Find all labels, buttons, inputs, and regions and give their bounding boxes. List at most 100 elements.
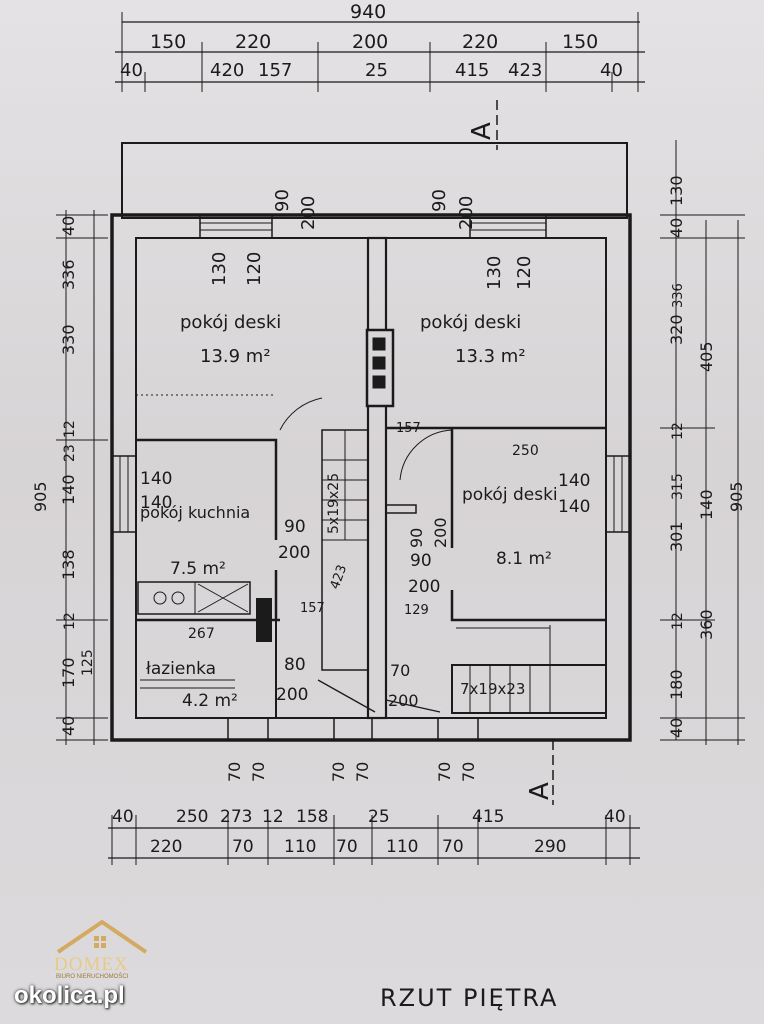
r2-door-a: 130 <box>484 256 505 290</box>
watermark: okolica.pl <box>14 982 125 1009</box>
low-door-h: 200 <box>388 691 419 710</box>
note-267: 267 <box>188 626 215 642</box>
ld-10: 12 <box>62 612 78 630</box>
dim-top-3: 200 <box>352 31 388 53</box>
kitchen-name: pokój kuchnia <box>140 503 250 522</box>
r3-win-h: 140 <box>558 497 590 517</box>
bw-4: 70 <box>353 762 372 782</box>
window-room2 <box>469 214 547 239</box>
ld-3: 330 <box>59 324 78 355</box>
rd-5: 405 <box>697 341 716 372</box>
dim-total: 940 <box>350 1 386 23</box>
ld-6: 140 <box>59 474 78 505</box>
rd-12: 360 <box>697 609 716 640</box>
dim-top-r2-4: 415 <box>455 60 489 81</box>
bw-3: 70 <box>329 762 348 782</box>
dim-top-r2-1: 420 <box>210 60 244 81</box>
domex-logo: DOMEX BIURO NIERUCHOMOŚCI <box>50 918 154 984</box>
bd1-1: 40 <box>112 807 134 827</box>
r3-door-w: 90 <box>410 551 432 571</box>
window-room1 <box>199 214 273 239</box>
rd-8: 315 <box>670 473 686 500</box>
note-157b: 157 <box>396 421 421 436</box>
note-157: 157 <box>300 601 325 616</box>
bd2-4: 70 <box>336 837 358 857</box>
rd-1: 130 <box>667 175 686 206</box>
bd2-7: 290 <box>534 837 566 857</box>
rd-9: 140 <box>697 489 716 520</box>
bw-2: 70 <box>249 762 268 782</box>
rd-7: 301 <box>667 521 686 552</box>
ld-9: 170 <box>59 657 78 688</box>
room3-area: 8.1 m² <box>496 549 552 569</box>
ld-1: 40 <box>59 216 78 236</box>
kitchen-door-w: 90 <box>284 517 306 537</box>
r3-door2-h: 200 <box>431 517 450 548</box>
ld-7: 905 <box>31 481 50 512</box>
bd2-6: 70 <box>442 837 464 857</box>
ld-8: 138 <box>59 549 78 580</box>
house-roof-icon <box>56 919 148 954</box>
bw-5: 70 <box>435 762 454 782</box>
dim-top-r2-5: 423 <box>508 60 542 81</box>
rd-14: 40 <box>667 718 686 738</box>
rd-2: 40 <box>667 218 686 238</box>
ld-11: 125 <box>80 649 96 676</box>
bd2-3: 110 <box>284 837 316 857</box>
kitchen-win-w: 140 <box>140 469 172 489</box>
room3-name: pokój deski <box>462 485 558 505</box>
stair-left-label: 5x19x25 <box>326 473 342 534</box>
dim-top-4: 220 <box>462 31 498 53</box>
bd1-7: 415 <box>472 807 504 827</box>
bd1-8: 40 <box>604 807 626 827</box>
ld-12: 40 <box>59 716 78 736</box>
bw-6: 70 <box>459 762 478 782</box>
kitchen-area: 7.5 m² <box>170 559 226 579</box>
section-marker-top: A <box>467 122 497 140</box>
window-room3 <box>605 455 631 533</box>
r2-door-b: 120 <box>514 256 535 290</box>
stair-right-label: 7x19x23 <box>460 680 525 698</box>
kitchen-door-h: 200 <box>278 543 310 563</box>
logo-tagline: BIURO NIERUCHOMOŚCI <box>56 974 129 980</box>
rd-13: 180 <box>667 669 686 700</box>
r3-win-w: 140 <box>558 471 590 491</box>
room1-name: pokój deski <box>180 312 281 333</box>
bd1-3: 273 <box>220 807 252 827</box>
dim-top-r2-right: 40 <box>600 60 623 81</box>
window-kitchen <box>111 455 137 533</box>
room2-name: pokój deski <box>420 312 521 333</box>
logo-name: DOMEX <box>54 954 129 975</box>
sheet-title: RZUT PIĘTRA <box>380 984 559 1012</box>
room1-area: 13.9 m² <box>200 346 271 367</box>
r2-win-w: 90 <box>429 189 450 212</box>
bath-door-h: 200 <box>276 685 308 705</box>
note-423: 423 <box>328 563 351 591</box>
low-door-w: 70 <box>390 661 410 680</box>
section-marker-bottom: A <box>525 782 555 800</box>
rd-10: 905 <box>727 481 746 512</box>
rd-3: 320 <box>667 314 686 345</box>
bd2-2: 70 <box>232 837 254 857</box>
rd-11: 12 <box>670 612 686 630</box>
ld-2: 336 <box>59 259 78 290</box>
dim-top-r2-3: 25 <box>365 60 388 81</box>
note-129: 129 <box>404 603 429 618</box>
bd1-5: 158 <box>296 807 328 827</box>
note-250: 250 <box>512 443 539 459</box>
r2-win-h: 200 <box>456 196 477 230</box>
bath-door-w: 80 <box>284 655 306 675</box>
r3-door-h: 200 <box>408 577 440 597</box>
dim-top-r2-left: 40 <box>120 60 143 81</box>
dim-top-1: 150 <box>150 31 186 53</box>
bw-1: 70 <box>225 762 244 782</box>
dim-top-r2-2: 157 <box>258 60 292 81</box>
bd1-2: 250 <box>176 807 208 827</box>
bd2-1: 220 <box>150 837 182 857</box>
r1-win-w: 90 <box>272 189 293 212</box>
bath-area: 4.2 m² <box>182 691 238 711</box>
kitchen-win-h: 140 <box>140 493 172 513</box>
dim-top-5: 150 <box>562 31 598 53</box>
